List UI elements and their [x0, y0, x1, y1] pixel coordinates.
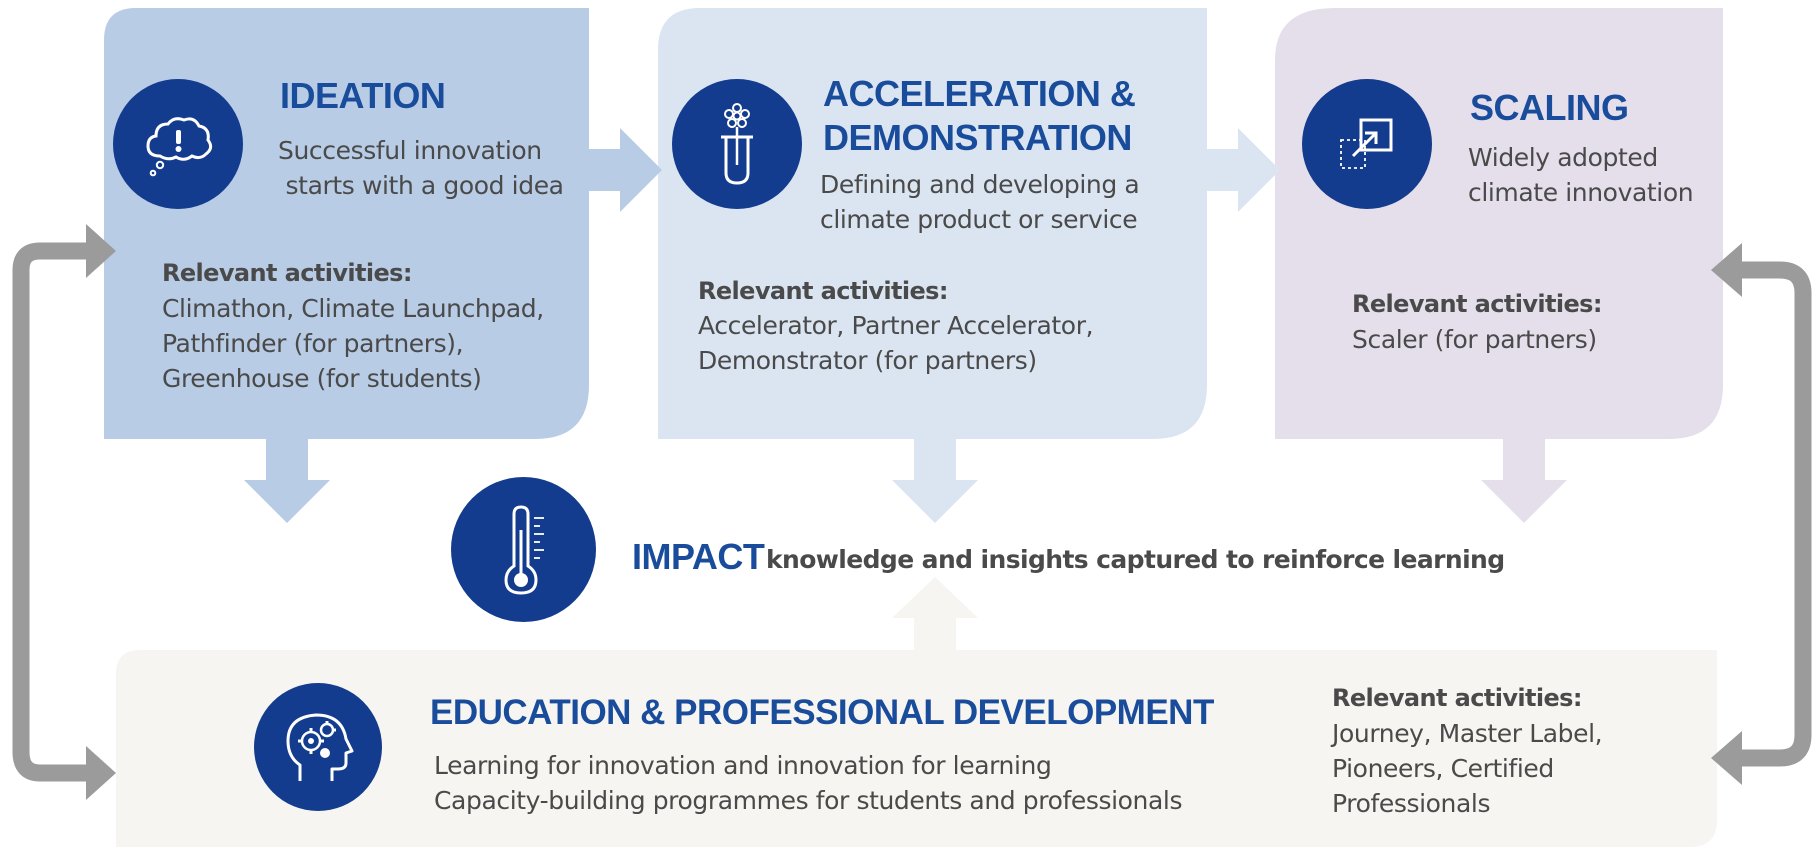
- education-title: EDUCATION & PROFESSIONAL DEVELOPMENT: [430, 693, 1214, 732]
- scaling-title: SCALING: [1470, 87, 1629, 128]
- scaling-icon-circle: [1302, 79, 1432, 209]
- acceleration-subtitle-line-1: Defining and developing a: [820, 170, 1140, 199]
- ideation-subtitle-line-1: Successful innovation: [278, 136, 542, 165]
- acceleration-title-line-2: DEMONSTRATION: [823, 117, 1132, 158]
- ideation-activities-heading: Relevant activities:: [162, 259, 412, 287]
- education-line-2: Capacity-building programmes for student…: [434, 786, 1183, 815]
- arrow-education-up: [892, 577, 978, 650]
- ideation-activity-3: Greenhouse (for students): [162, 364, 482, 393]
- ideation-subtitle-line-2: starts with a good idea: [278, 171, 564, 200]
- education-activity-1: Journey, Master Label,: [1332, 719, 1603, 748]
- head-gears-icon: [286, 713, 354, 781]
- arrow-acceleration-to-scaling: [1207, 128, 1280, 212]
- scaling-activities-heading: Relevant activities:: [1352, 290, 1602, 318]
- impact-icon-circle: [451, 477, 596, 622]
- scaling-activity-1: Scaler (for partners): [1352, 325, 1597, 354]
- arrow-ideation-to-acceleration: [589, 128, 662, 212]
- thermometer-icon: [503, 504, 544, 595]
- education-box: [116, 650, 1717, 847]
- ideation-title: IDEATION: [280, 75, 446, 116]
- scaling-subtitle-line-1: Widely adopted: [1468, 143, 1658, 172]
- ideation-icon-circle: [113, 79, 243, 209]
- education-icon-circle: [254, 683, 382, 811]
- education-activities-heading: Relevant activities:: [1332, 684, 1582, 712]
- right-loop-arrow-head-bottom: [1711, 731, 1742, 785]
- impact-title: IMPACT: [632, 536, 765, 577]
- test-tube-flower-icon: [721, 103, 753, 185]
- education-line-1: Learning for innovation and innovation f…: [434, 751, 1052, 780]
- thought-cloud-exclamation-icon: [146, 117, 213, 177]
- acceleration-activities-heading: Relevant activities:: [698, 277, 948, 305]
- ideation-activity-1: Climathon, Climate Launchpad,: [162, 294, 544, 323]
- right-loop-arrow: [1740, 261, 1812, 767]
- expand-arrow-icon: [1340, 118, 1393, 169]
- arrow-scaling-down: [1481, 439, 1567, 523]
- left-loop-arrow: [12, 242, 88, 782]
- acceleration-activity-2: Demonstrator (for partners): [698, 346, 1037, 375]
- scaling-box: [1162, 8, 1723, 439]
- arrow-ideation-down: [244, 439, 330, 523]
- scaling-subtitle-line-2: climate innovation: [1468, 178, 1694, 207]
- ideation-activity-2: Pathfinder (for partners),: [162, 329, 464, 358]
- right-loop-arrow-head-top: [1711, 243, 1742, 297]
- education-activity-2: Pioneers, Certified: [1332, 754, 1554, 783]
- arrow-acceleration-down: [892, 439, 978, 523]
- acceleration-title-line-1: ACCELERATION &: [823, 73, 1136, 114]
- acceleration-icon-circle: [672, 79, 802, 209]
- acceleration-subtitle-line-2: climate product or service: [820, 205, 1138, 234]
- education-activity-3: Professionals: [1332, 789, 1491, 818]
- acceleration-activity-1: Accelerator, Partner Accelerator,: [698, 311, 1094, 340]
- left-loop-arrow-head-top: [86, 224, 116, 278]
- impact-text: knowledge and insights captured to reinf…: [766, 545, 1505, 574]
- left-loop-arrow-head-bottom: [86, 746, 116, 800]
